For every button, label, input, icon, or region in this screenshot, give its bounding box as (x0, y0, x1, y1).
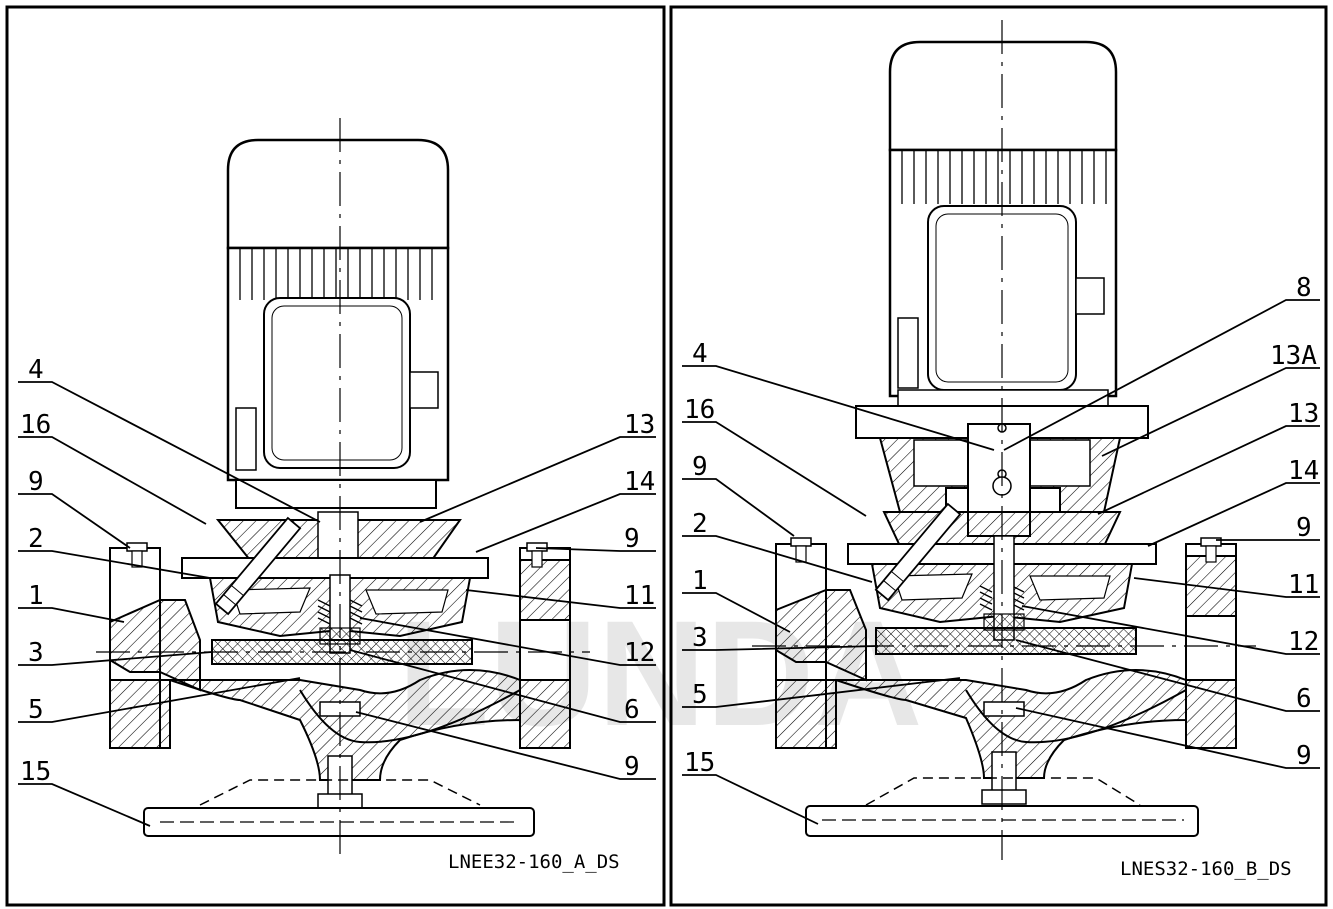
right-part-labels: 4 16 9 2 1 3 5 15 8 13A 13 14 9 11 12 6 … (684, 273, 1319, 880)
right-leader-lines (682, 299, 1320, 825)
left-drawing-caption: LNEE32-160_A_DS (448, 851, 620, 873)
left-panel-frame (5, 5, 666, 907)
left-motor-flange (235, 479, 437, 509)
right-pump-assembly (752, 20, 1256, 860)
right-label-14: 14 (1288, 456, 1319, 486)
left-outlet-flange (519, 559, 571, 621)
right-label-2: 2 (692, 509, 708, 539)
left-leader-lines (18, 381, 656, 827)
left-part-labels: 4 16 9 2 1 3 5 15 13 14 9 11 12 6 9 LNEE… (20, 355, 655, 873)
left-inlet-flange (109, 599, 201, 692)
right-impeller (875, 627, 1137, 655)
left-label-3: 3 (28, 638, 44, 668)
right-label-3: 3 (692, 623, 708, 653)
left-label-4: 4 (28, 355, 44, 385)
left-base-plate (143, 807, 535, 837)
left-label-9-top: 9 (28, 467, 44, 497)
left-terminal-box (263, 297, 411, 469)
right-label-13: 13 (1288, 399, 1319, 429)
right-label-12: 12 (1288, 627, 1319, 657)
right-outlet-flange (1185, 555, 1237, 617)
right-label-6: 6 (1296, 684, 1312, 714)
left-label-13: 13 (624, 410, 655, 440)
left-label-12: 12 (624, 638, 655, 668)
left-cable-gland (409, 371, 439, 409)
right-motor-fan-cover (888, 40, 1118, 152)
right-label-15: 15 (684, 748, 715, 778)
left-label-2: 2 (28, 524, 44, 554)
left-label-16: 16 (20, 410, 51, 440)
left-pump-assembly (96, 118, 590, 860)
right-label-13A: 13A (1270, 341, 1317, 371)
right-label-9-right: 9 (1296, 513, 1312, 543)
left-label-11: 11 (624, 581, 655, 611)
right-label-9-bottom: 9 (1296, 741, 1312, 771)
left-label-15: 15 (20, 757, 51, 787)
left-coupling (317, 511, 359, 563)
left-label-6: 6 (624, 695, 640, 725)
right-label-11: 11 (1288, 570, 1319, 600)
left-label-9-right: 9 (624, 524, 640, 554)
right-label-1: 1 (692, 566, 708, 596)
left-motor-fan-cover (226, 138, 450, 250)
left-label-5: 5 (28, 695, 44, 725)
right-cable-gland (1075, 277, 1105, 315)
left-label-14: 14 (624, 467, 655, 497)
left-label-1: 1 (28, 581, 44, 611)
right-label-16: 16 (684, 395, 715, 425)
left-label-9-bottom: 9 (624, 752, 640, 782)
right-drawing-caption: LNES32-160_B_DS (1120, 858, 1292, 880)
right-label-4: 4 (692, 339, 708, 369)
right-panel-frame (669, 5, 1328, 907)
right-label-8: 8 (1296, 273, 1312, 303)
right-label-5: 5 (692, 680, 708, 710)
right-label-9-top: 9 (692, 452, 708, 482)
